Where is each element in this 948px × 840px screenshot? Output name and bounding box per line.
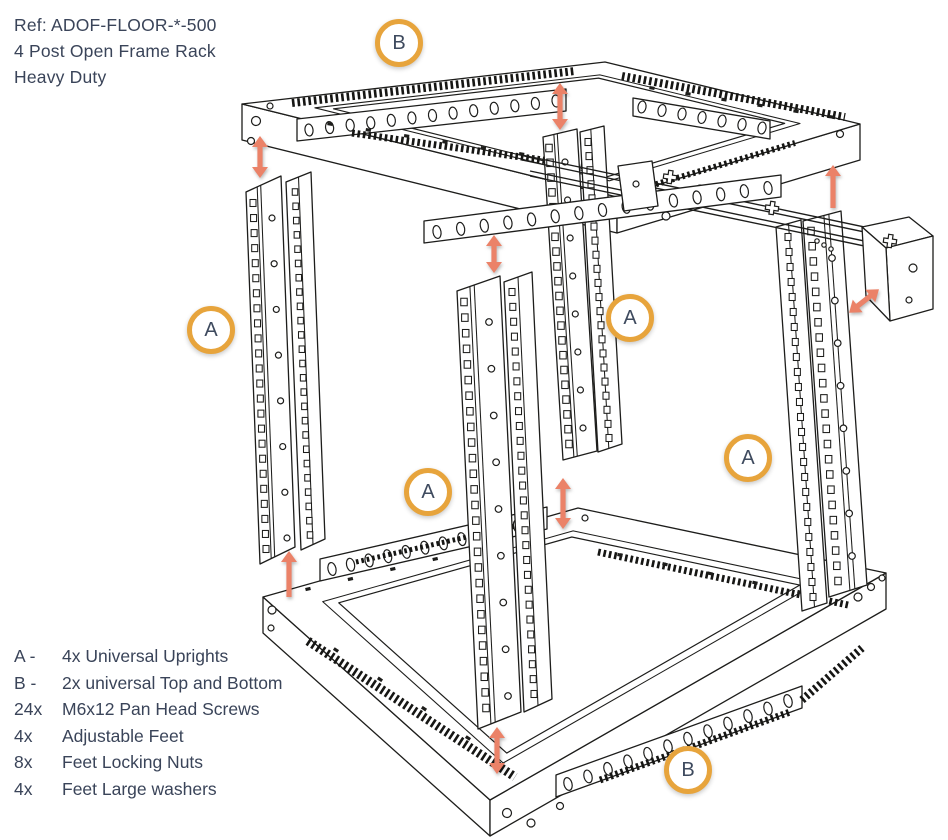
parts-list-item: B -2x universal Top and Bottom (14, 672, 283, 693)
product-variant: Heavy Duty (14, 67, 107, 87)
callout-b-top: B (375, 19, 423, 67)
assembly-direction-arrow (252, 136, 268, 178)
upright-left (245, 171, 326, 565)
assembly-direction-arrow (555, 478, 571, 529)
callout-a-right: A (724, 434, 772, 482)
callout-b-bottom: B (664, 746, 712, 794)
assembly-direction-arrow (552, 83, 568, 130)
assembly-direction-arrow (281, 551, 297, 597)
upright-center-front (456, 271, 553, 730)
foot-bracket (861, 216, 934, 322)
assembly-direction-arrow (486, 235, 502, 273)
callout-a-middle-right: A (606, 294, 654, 342)
assembly-arrows (252, 83, 879, 774)
diagonal-arrow (849, 289, 879, 313)
upright-right (775, 210, 868, 612)
ref-code: Ref: ADOF-FLOOR-*-500 (14, 15, 217, 35)
callout-a-center: A (404, 468, 452, 516)
parts-list-item: A -4x Universal Uprights (14, 646, 229, 666)
title-block: Ref: ADOF-FLOOR-*-500 4 Post Open Frame … (14, 12, 217, 90)
assembly-direction-arrow (849, 289, 879, 313)
bottom-frame (262, 506, 887, 837)
parts-list: A -4x Universal Uprights B -2x universal… (14, 643, 283, 802)
callout-a-left: A (187, 306, 235, 354)
top-frame (241, 61, 861, 234)
assembly-direction-arrow (489, 727, 505, 774)
support-rails (423, 154, 934, 322)
product-name: 4 Post Open Frame Rack (14, 41, 216, 61)
assembly-direction-arrow (825, 165, 841, 208)
